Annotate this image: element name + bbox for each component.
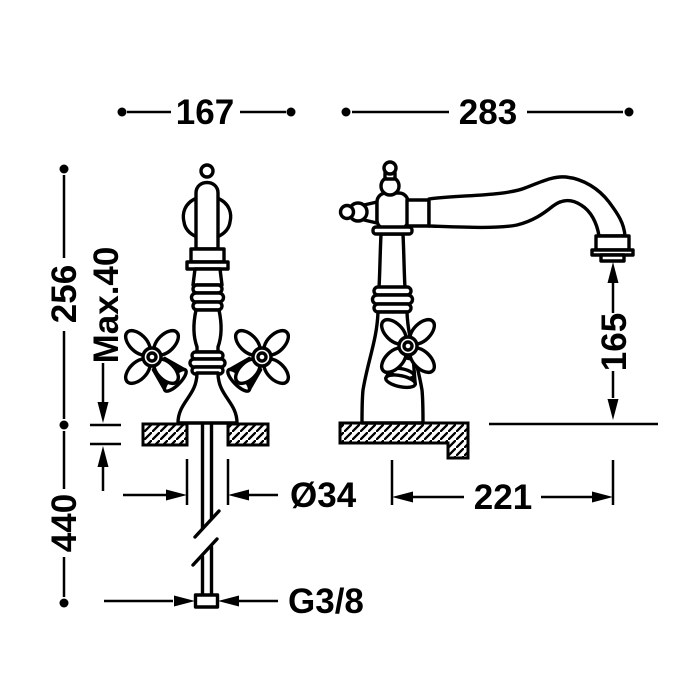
dim-label-height-above-deck: 256 xyxy=(45,265,84,323)
dim-endpoint-dot xyxy=(59,420,69,430)
dim-endpoint-dot xyxy=(59,598,69,608)
cross-handle-side xyxy=(379,317,437,390)
dim-label-max-deck-thickness: Max.40 xyxy=(87,247,126,364)
side-view xyxy=(338,160,635,425)
arrowhead-down xyxy=(97,402,109,423)
arrowhead-right xyxy=(592,491,613,503)
finial-ball xyxy=(199,163,215,179)
spout-tube xyxy=(427,175,627,238)
break-symbol xyxy=(191,509,221,567)
spout-dome xyxy=(194,180,220,251)
spout-arc-left xyxy=(181,196,199,239)
rod-lower xyxy=(200,545,214,597)
rod-upper xyxy=(200,422,214,530)
handle-hub-cap xyxy=(146,351,158,363)
spout-arc-right xyxy=(215,196,233,239)
dim-endpoint-dot xyxy=(286,107,296,117)
handle-hub-cap xyxy=(402,340,414,352)
base-trumpet xyxy=(176,371,239,425)
dim-endpoint-dot xyxy=(624,107,634,117)
arrowhead-up xyxy=(97,446,109,467)
arrowhead-left xyxy=(228,489,249,501)
dimension-outlet-height: 165 xyxy=(595,262,634,420)
dim-endpoint-dot xyxy=(117,107,127,117)
dimension-hole-diameter: Ø34 xyxy=(123,459,357,515)
aerator-nut xyxy=(594,234,631,252)
dimension-front-width: 167 xyxy=(117,93,296,132)
dim-label-spout-reach: 221 xyxy=(474,478,532,517)
dimension-height-above-deck: 256 xyxy=(45,164,84,430)
dim-label-outlet-height: 165 xyxy=(595,313,634,371)
bonnet-ring xyxy=(384,373,417,390)
housing-base-ring xyxy=(371,225,414,236)
countertop-front-view xyxy=(141,422,270,447)
countertop-side-view xyxy=(338,421,658,460)
arrowhead-right xyxy=(166,489,187,501)
neck xyxy=(191,267,224,287)
arrowhead-up xyxy=(607,262,619,283)
arrowhead-right xyxy=(174,595,195,607)
arrowhead-left xyxy=(392,491,413,503)
dim-endpoint-dot xyxy=(59,164,69,174)
handle-stub-ball-small xyxy=(338,203,356,221)
countertop-front-right xyxy=(226,422,270,447)
dim-label-hole-diameter: Ø34 xyxy=(290,476,357,515)
dimension-spout-reach: 221 xyxy=(390,460,615,517)
arrowhead-left xyxy=(218,595,239,607)
finial-ball xyxy=(382,160,398,176)
dimension-overall-height: 440 xyxy=(45,431,84,608)
dim-endpoint-dot xyxy=(341,107,351,117)
dim-label-front-width: 167 xyxy=(176,93,234,132)
dimension-inlet-connection: G3/8 xyxy=(104,582,364,621)
dim-label-overall-height: 440 xyxy=(45,494,84,552)
front-view xyxy=(123,163,291,609)
dimension-max-deck-thickness: Max.40 xyxy=(87,247,126,491)
baluster xyxy=(192,308,223,354)
handle-hub-cap xyxy=(256,351,268,363)
supply-rod xyxy=(191,422,221,609)
cartridge-housing xyxy=(375,191,410,231)
extension-lines xyxy=(185,459,230,505)
collar xyxy=(189,247,226,264)
extension-lines xyxy=(390,460,615,505)
aerator-tip xyxy=(599,253,626,263)
column-upper xyxy=(377,232,407,290)
inlet-thread-end xyxy=(193,593,220,609)
countertop-side-profile xyxy=(338,421,470,460)
thickness-ticks xyxy=(90,423,121,446)
dimension-side-width: 283 xyxy=(341,93,634,132)
arrowhead-down xyxy=(607,399,619,420)
dim-label-side-width: 283 xyxy=(459,93,517,132)
spout-nut xyxy=(405,198,431,228)
cross-handle-right xyxy=(226,328,291,393)
cross-handle-left xyxy=(123,328,188,393)
dim-label-inlet-connection: G3/8 xyxy=(288,582,364,621)
countertop-front-left xyxy=(141,422,189,447)
